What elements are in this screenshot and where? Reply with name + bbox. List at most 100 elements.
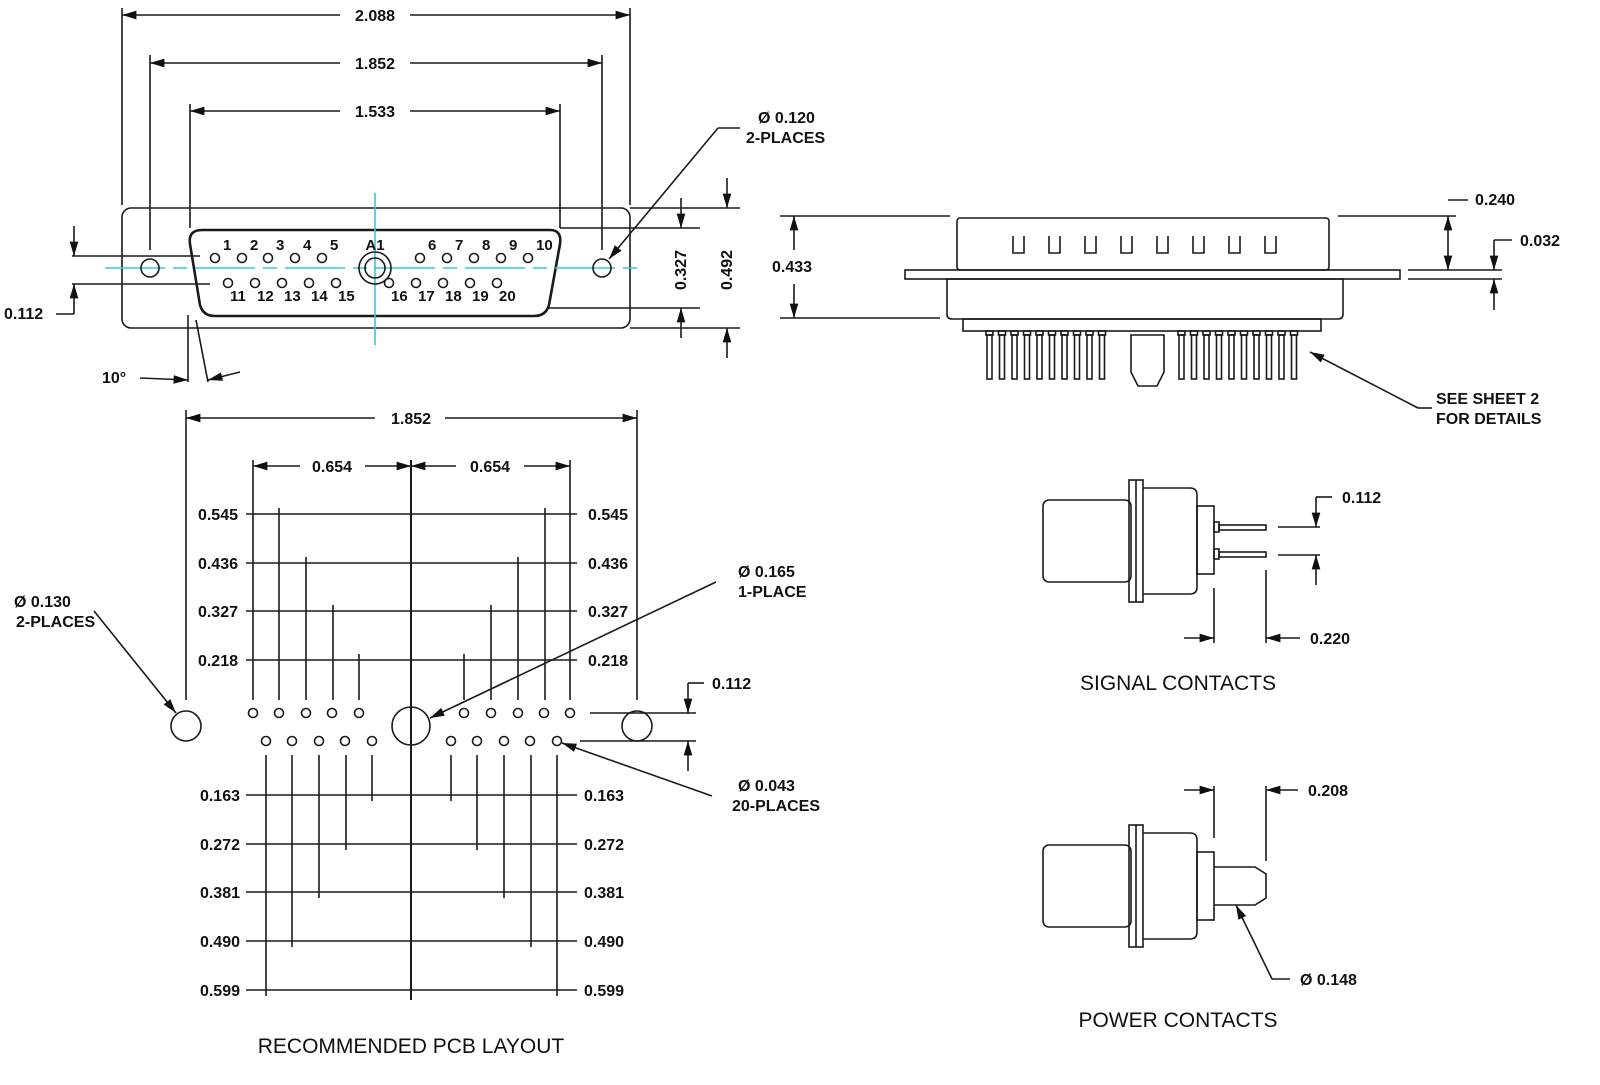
dim-pin-row-offset: 0.112	[4, 306, 43, 323]
dim-flange-height: 0.492	[719, 250, 736, 290]
pcb-mount-hole-right	[621, 710, 653, 742]
power-pin-side	[1130, 334, 1165, 387]
pcb-signal-hole	[512, 707, 524, 719]
side-pin	[1228, 334, 1235, 380]
pcb-signal-hole	[247, 707, 259, 719]
pcb-dim-row-spacing: 0.112	[712, 676, 751, 693]
dim-side-top: 0.240	[1475, 192, 1515, 209]
pcb-bottom-row-dim-right: 0.599	[584, 983, 624, 1000]
pin-label: 8	[482, 237, 490, 254]
pcb-signal-hole	[326, 707, 338, 719]
dim-overall: 2.088	[355, 8, 395, 25]
pin-label: 4	[303, 237, 312, 254]
front-pin	[209, 252, 221, 264]
pcb-signal-hole	[366, 735, 378, 747]
front-pin	[491, 277, 503, 289]
pin-label: 5	[330, 237, 338, 254]
mount-hole-callout-size: Ø 0.120	[758, 110, 815, 127]
pin-label: 15	[338, 288, 355, 305]
pin-label: 9	[509, 237, 517, 254]
pcb-signal-callout-size: Ø 0.043	[738, 778, 795, 795]
power-contact-a1	[358, 251, 392, 285]
side-slot	[1048, 236, 1061, 254]
pcb-signal-hole	[498, 735, 510, 747]
see-sheet-note-1: SEE SHEET 2	[1436, 391, 1539, 408]
pin-label: 3	[276, 237, 284, 254]
pcb-bottom-row-dim-right: 0.490	[584, 934, 624, 951]
pcb-signal-hole	[260, 735, 272, 747]
pcb-signal-callout-qty: 20-PLACES	[732, 798, 820, 815]
pcb-signal-hole	[445, 735, 457, 747]
see-sheet-note-2: FOR DETAILS	[1436, 411, 1542, 428]
front-pin	[414, 252, 426, 264]
pcb-signal-hole	[339, 735, 351, 747]
front-pin	[236, 252, 248, 264]
side-slot	[1264, 236, 1277, 254]
pcb-bottom-row-dim-left: 0.163	[200, 788, 240, 805]
pcb-power-callout-size: Ø 0.165	[738, 564, 795, 581]
side-slot	[1120, 236, 1133, 254]
side-pin	[1240, 334, 1248, 380]
front-pin	[495, 252, 507, 264]
pcb-top-row-dim-left: 0.436	[198, 556, 238, 573]
pcb-signal-hole	[524, 735, 536, 747]
front-pin	[316, 252, 328, 264]
pin-label: 12	[257, 288, 274, 305]
signal-dim-pitch: 0.112	[1342, 490, 1381, 507]
front-pin	[464, 277, 476, 289]
pcb-top-row-dim-left: 0.545	[198, 507, 238, 524]
pcb-dim-overall: 1.852	[391, 411, 431, 428]
pcb-dim-half-right: 0.654	[470, 459, 510, 476]
mount-hole-right	[592, 258, 612, 278]
pcb-mount-callout-qty: 2-PLACES	[16, 614, 95, 631]
pcb-signal-hole	[551, 735, 563, 747]
pcb-signal-hole	[300, 707, 312, 719]
side-slot	[1228, 236, 1241, 254]
dim-side-height: 0.433	[772, 259, 812, 276]
side-pin	[1011, 334, 1018, 380]
side-pin	[1215, 334, 1223, 380]
pcb-layout-title: RECOMMENDED PCB LAYOUT	[258, 1035, 565, 1058]
pcb-bottom-row-dim-right: 0.272	[584, 837, 624, 854]
pcb-signal-hole	[313, 735, 325, 747]
pcb-bottom-row-dim-left: 0.381	[200, 885, 240, 902]
pcb-signal-hole	[471, 735, 483, 747]
front-pin	[276, 277, 288, 289]
pcb-signal-hole	[353, 707, 365, 719]
side-pin	[1190, 334, 1198, 380]
pcb-signal-hole	[485, 707, 497, 719]
front-pin	[410, 277, 422, 289]
front-pin	[289, 252, 301, 264]
pin-label: 16	[391, 288, 408, 305]
pcb-top-row-dim-right: 0.545	[588, 507, 628, 524]
pcb-dim-half-left: 0.654	[312, 459, 352, 476]
front-pin	[383, 277, 395, 289]
pcb-top-row-dim-left: 0.218	[198, 653, 238, 670]
side-pin	[1278, 334, 1285, 380]
front-pin	[437, 277, 449, 289]
side-slot	[1012, 236, 1025, 254]
pcb-bottom-row-dim-left: 0.599	[200, 983, 240, 1000]
pcb-top-row-dim-left: 0.327	[198, 604, 238, 621]
pin-label: 1	[223, 237, 231, 254]
pcb-bottom-row-dim-right: 0.163	[584, 788, 624, 805]
signal-dim-length: 0.220	[1310, 631, 1350, 648]
power-contacts-title: POWER CONTACTS	[1078, 1009, 1277, 1032]
pin-label: 11	[230, 288, 246, 305]
pin-label: 20	[499, 288, 516, 305]
pcb-mount-hole-left	[170, 710, 202, 742]
dim-angle: 10°	[102, 370, 126, 387]
side-pin	[1178, 334, 1185, 380]
front-pin	[249, 277, 261, 289]
side-pin	[1073, 334, 1081, 380]
pcb-power-hole	[391, 706, 431, 746]
pcb-signal-hole	[286, 735, 298, 747]
dim-shell-height: 0.327	[673, 250, 690, 290]
pcb-top-row-dim-right: 0.327	[588, 604, 628, 621]
power-contact-view: 0.208 Ø 0.148 POWER CONTACTS	[1042, 783, 1357, 1032]
front-pin	[522, 252, 534, 264]
pin-label: 2	[250, 237, 258, 254]
pcb-bottom-row-dim-left: 0.272	[200, 837, 240, 854]
